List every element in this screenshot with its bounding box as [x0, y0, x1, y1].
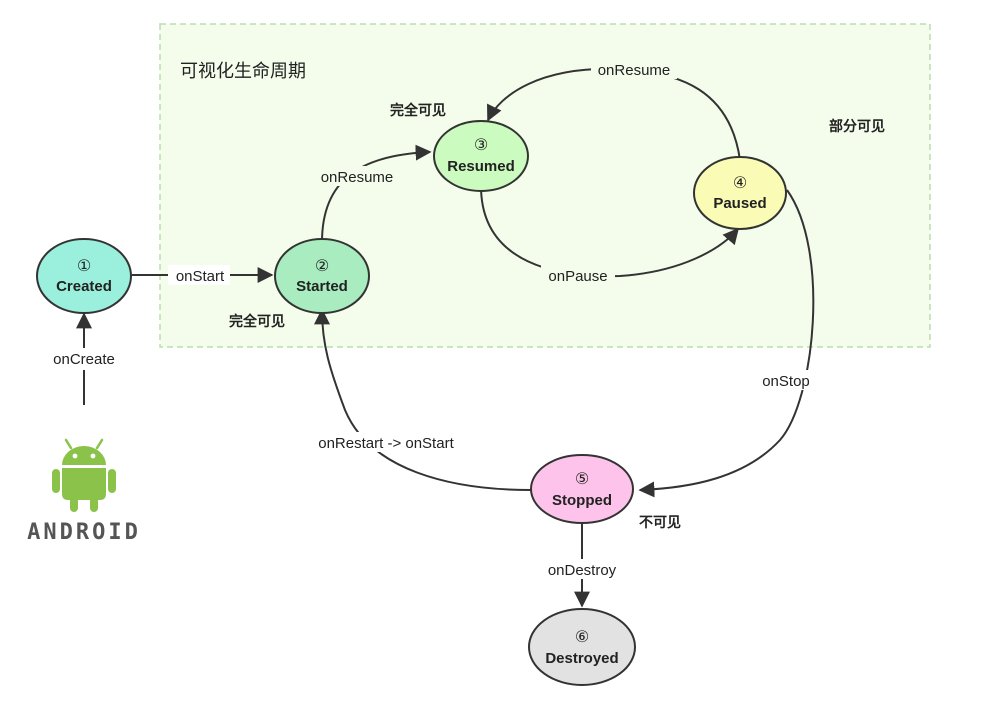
- state-resumed-number: ③: [474, 135, 488, 154]
- state-resumed: ③ Resumed: [433, 120, 529, 192]
- android-wordmark: ANDROID: [27, 520, 141, 545]
- state-paused-shape: [693, 156, 787, 230]
- visibility-stopped: 不可见: [639, 515, 681, 531]
- state-created: ① Created: [36, 238, 132, 314]
- state-resumed-label: Resumed: [447, 158, 515, 175]
- label-on-destroy: onDestroy: [548, 562, 617, 579]
- edge-on-restart: [314, 308, 532, 491]
- state-started-number: ②: [315, 256, 329, 275]
- label-on-resume-1: onResume: [321, 169, 394, 186]
- label-on-stop: onStop: [762, 373, 810, 390]
- state-started: ② Started: [274, 238, 370, 314]
- visibility-resumed: 完全可见: [390, 102, 446, 119]
- state-created-label: Created: [56, 278, 112, 295]
- edge-on-stop: [638, 189, 815, 498]
- state-started-shape: [274, 238, 370, 314]
- state-started-label: Started: [296, 278, 348, 295]
- label-on-create: onCreate: [53, 351, 115, 368]
- state-paused: ④ Paused: [693, 156, 787, 230]
- state-stopped-label: Stopped: [552, 492, 612, 509]
- label-on-resume-2: onResume: [598, 62, 671, 79]
- state-created-number: ①: [77, 256, 91, 275]
- state-destroyed-shape: [528, 608, 636, 686]
- state-destroyed: ⑥ Destroyed: [528, 608, 636, 686]
- visibility-started: 完全可见: [229, 313, 285, 330]
- edge-labels: onCreate onStart onResume onPause onResu…: [44, 59, 816, 579]
- state-stopped-number: ⑤: [575, 469, 589, 488]
- state-stopped-shape: [530, 454, 634, 524]
- state-created-shape: [36, 238, 132, 314]
- state-paused-number: ④: [733, 173, 747, 192]
- android-logo: ANDROID: [27, 438, 141, 545]
- state-resumed-shape: [433, 120, 529, 192]
- region-title: 可视化生命周期: [180, 61, 306, 82]
- state-stopped: ⑤ Stopped: [530, 454, 634, 524]
- android-robot-icon: [52, 438, 116, 512]
- state-destroyed-label: Destroyed: [545, 650, 618, 667]
- label-on-restart: onRestart -> onStart: [318, 435, 454, 452]
- visibility-paused: 部分可见: [829, 118, 885, 135]
- label-on-start: onStart: [176, 268, 225, 285]
- state-paused-label: Paused: [713, 195, 766, 212]
- label-on-pause: onPause: [548, 268, 607, 285]
- state-destroyed-number: ⑥: [575, 627, 589, 646]
